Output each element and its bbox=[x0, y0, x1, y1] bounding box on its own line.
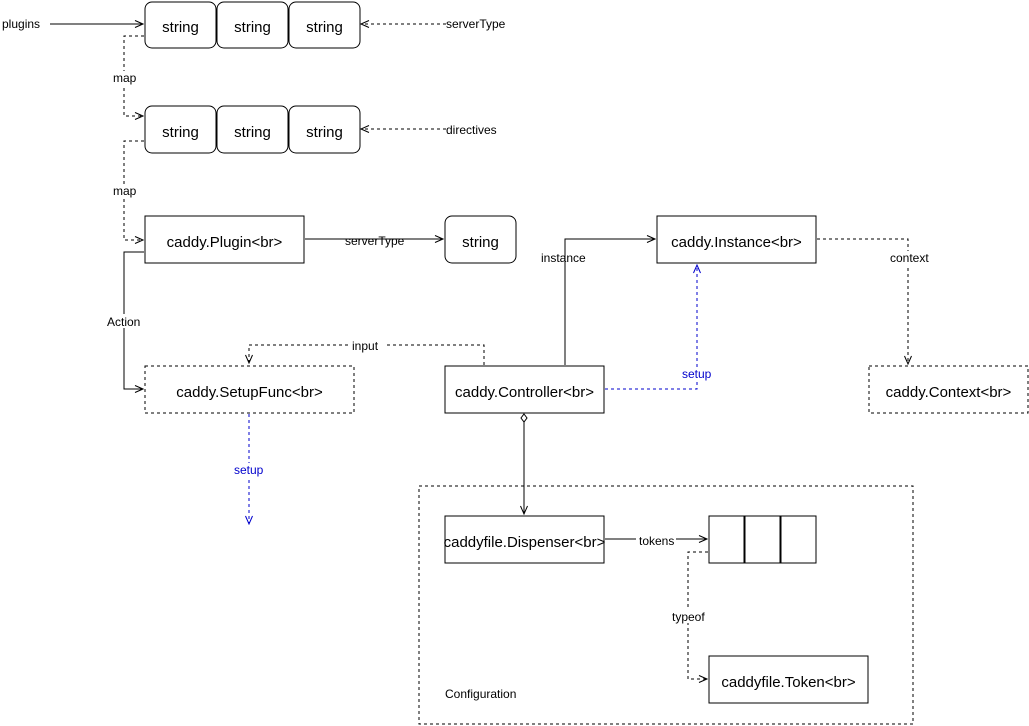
array-cell bbox=[744, 515, 781, 564]
context-label-bg bbox=[888, 251, 932, 265]
map-2-label: map bbox=[113, 184, 137, 198]
context-edge bbox=[817, 238, 908, 364]
caddy-instance-node bbox=[656, 215, 817, 264]
action-label-bg bbox=[106, 314, 144, 328]
caddy-controller-label: caddy.Controller<br> bbox=[455, 384, 594, 401]
array-cell bbox=[144, 1, 217, 49]
caddyfile-token-node bbox=[708, 655, 869, 704]
caddyfile-token-label: caddyfile.Token<br> bbox=[721, 674, 855, 691]
array-cell-label: string bbox=[162, 19, 199, 36]
input-edge bbox=[249, 344, 485, 365]
array-cell-label: string bbox=[234, 124, 271, 141]
typeof-edge bbox=[687, 551, 708, 679]
array-cell bbox=[780, 515, 817, 564]
typeof-label-bg bbox=[671, 609, 709, 623]
server-type-string-node bbox=[444, 215, 517, 264]
array-cell-label: string bbox=[234, 19, 271, 36]
directives-string-array: string string string bbox=[144, 105, 361, 154]
setup-controller-label: setup bbox=[682, 367, 712, 381]
map-2-label-bg bbox=[112, 184, 138, 198]
caddy-context-node bbox=[868, 365, 1029, 414]
caddyfile-dispenser-label: caddyfile.Dispenser<br> bbox=[444, 534, 606, 551]
caddy-plugin-node bbox=[144, 215, 305, 264]
map-2-edge bbox=[123, 140, 144, 240]
setup-func-label-bg bbox=[232, 463, 266, 477]
input-label-bg bbox=[350, 339, 384, 352]
plugins-label: plugins bbox=[2, 17, 40, 31]
setup-controller-label-bg bbox=[680, 367, 714, 381]
array-cell bbox=[144, 105, 217, 154]
plugins-string-array: string string string bbox=[144, 1, 361, 49]
input-label: input bbox=[352, 339, 379, 353]
server-type-plugin-label: serverType bbox=[345, 234, 405, 248]
typeof-label: typeof bbox=[672, 610, 705, 624]
array-cell-label: string bbox=[306, 19, 343, 36]
instance-edge bbox=[564, 239, 655, 365]
caddy-controller-node bbox=[444, 365, 605, 414]
server-type-top-label: serverType bbox=[446, 17, 506, 31]
instance-label: instance bbox=[541, 251, 586, 265]
caddy-setup-func-label: caddy.SetupFunc<br> bbox=[176, 384, 323, 401]
map-1-label: map bbox=[113, 71, 137, 85]
tokens-label-bg bbox=[636, 533, 676, 547]
setup-controller-edge bbox=[605, 265, 697, 390]
setup-func-label: setup bbox=[234, 463, 264, 477]
configuration-group bbox=[418, 485, 914, 725]
context-label: context bbox=[890, 251, 929, 265]
array-cell bbox=[288, 105, 361, 154]
array-cell bbox=[216, 1, 289, 49]
directives-label: directives bbox=[446, 123, 497, 137]
array-cell-label: string bbox=[306, 124, 343, 141]
caddy-instance-label: caddy.Instance<br> bbox=[671, 234, 802, 251]
caddy-plugin-label: caddy.Plugin<br> bbox=[167, 234, 283, 251]
caddyfile-dispenser-node bbox=[444, 515, 605, 564]
caddy-setup-func-node bbox=[144, 365, 355, 414]
action-label: Action bbox=[107, 315, 140, 329]
map-1-label-bg bbox=[112, 71, 138, 85]
array-cell bbox=[288, 1, 361, 49]
caddy-context-label: caddy.Context<br> bbox=[886, 384, 1012, 401]
server-type-string-label: string bbox=[462, 234, 499, 251]
array-cell bbox=[216, 105, 289, 154]
configuration-label: Configuration bbox=[445, 687, 516, 701]
array-cell-label: string bbox=[162, 124, 199, 141]
tokens-label: tokens bbox=[639, 534, 674, 548]
token-array bbox=[708, 515, 817, 564]
array-cell bbox=[708, 515, 745, 564]
